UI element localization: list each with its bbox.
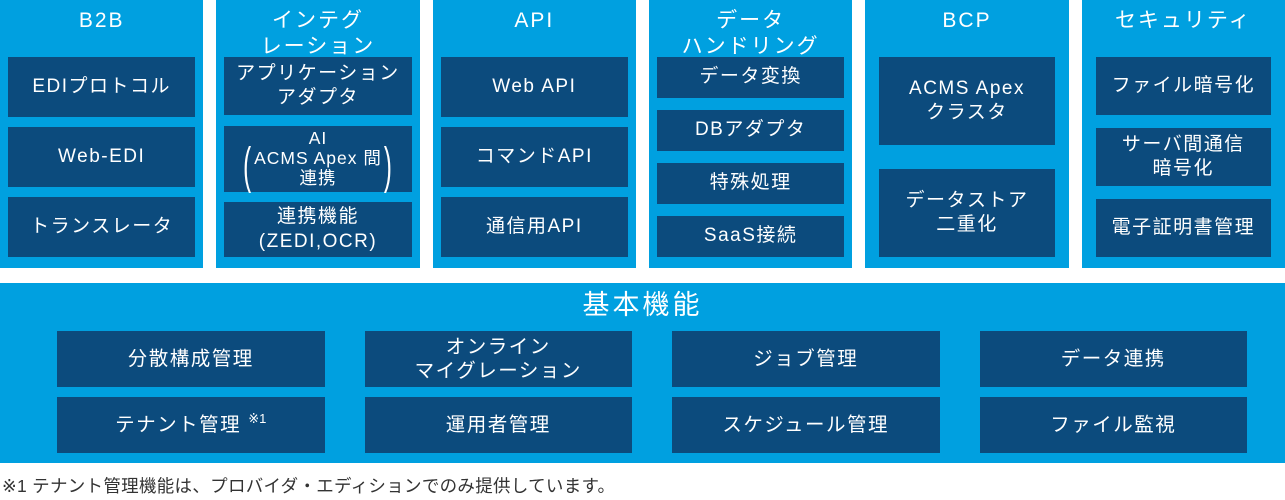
column-title-api: API [514, 9, 555, 32]
base-functions-section: 基本機能 分散構成管理 オンライン マイグレーション ジョブ管理 データ連携 テ… [0, 283, 1285, 463]
feature-box-file-encryption: ファイル暗号化 [1095, 57, 1271, 115]
paren-open: ( [243, 138, 253, 196]
feature-columns-section: B2B EDIプロトコル Web-EDI トランスレータ インテグ レーション … [0, 0, 1285, 268]
feature-box-datastore-duplication: データストア 二重化 [879, 169, 1055, 257]
feature-box-ai-acms-apex-link: AI ( ACMS Apex 間 連携 ) [224, 125, 412, 192]
column-boxes-security: ファイル暗号化 サーバ間通信 暗号化 電子証明書管理 [1095, 57, 1271, 268]
feature-column-integration: インテグ レーション アプリケーション アダプタ AI ( ACMS Apex … [216, 0, 420, 268]
column-title-security: セキュリティ [1114, 9, 1252, 32]
feature-box-command-api: コマンドAPI [440, 127, 628, 187]
feature-box-web-api: Web API [440, 57, 628, 117]
base-box-data-linkage: データ連携 [979, 331, 1247, 388]
base-functions-grid: 分散構成管理 オンライン マイグレーション ジョブ管理 データ連携 テナント管理… [57, 331, 1247, 454]
paren-close: ) [383, 138, 393, 196]
ai-paren-group: ( ACMS Apex 間 連携 ) [241, 142, 395, 192]
feature-box-web-edi: Web-EDI [8, 127, 196, 187]
base-functions-title: 基本機能 [582, 290, 703, 320]
column-boxes-bcp: ACMS Apex クラスタ データストア 二重化 [879, 57, 1055, 268]
column-title-data-handling: データ ハンドリング [681, 9, 820, 58]
feature-column-bcp: BCP ACMS Apex クラスタ データストア 二重化 [865, 0, 1069, 268]
base-box-job-mgmt: ジョブ管理 [672, 331, 940, 388]
tenant-mgmt-label: テナント管理 [115, 414, 242, 437]
feature-box-link-functions-zedi-ocr: 連携機能 (ZEDI,OCR) [224, 202, 412, 257]
feature-box-communication-api: 通信用API [440, 197, 628, 257]
feature-box-saas-connection: SaaS接続 [656, 216, 845, 257]
column-title-integration: インテグ レーション [260, 9, 376, 58]
footnote-text: ※1 テナント管理機能は、プロバイダ・エディションでのみ提供しています。 [2, 476, 616, 496]
feature-box-application-adapter: アプリケーション アダプタ [224, 57, 412, 115]
feature-box-translator: トランスレータ [8, 197, 196, 257]
feature-box-db-adapter: DBアダプタ [656, 110, 845, 151]
feature-box-data-conversion: データ変換 [656, 57, 845, 98]
column-boxes-integration: アプリケーション アダプタ AI ( ACMS Apex 間 連携 ) 連携機能… [224, 57, 412, 268]
base-box-online-migration: オンライン マイグレーション [364, 331, 632, 388]
feature-box-server-comm-encryption: サーバ間通信 暗号化 [1095, 128, 1271, 186]
feature-box-special-processing: 特殊処理 [656, 163, 845, 204]
feature-column-api: API Web API コマンドAPI 通信用API [432, 0, 636, 268]
base-box-distributed-config-mgmt: 分散構成管理 [57, 331, 325, 388]
column-boxes-data-handling: データ変換 DBアダプタ 特殊処理 SaaS接続 [656, 57, 845, 268]
feature-box-digital-certificate-mgmt: 電子証明書管理 [1095, 199, 1271, 257]
base-box-schedule-mgmt: スケジュール管理 [672, 397, 940, 454]
column-title-bcp: BCP [942, 9, 992, 32]
footnote-marker: ※1 [248, 411, 267, 427]
feature-column-security: セキュリティ ファイル暗号化 サーバ間通信 暗号化 電子証明書管理 [1081, 0, 1285, 268]
feature-box-edi-protocol: EDIプロトコル [8, 57, 196, 117]
base-box-tenant-mgmt: テナント管理 ※1 [57, 397, 325, 454]
base-box-file-monitoring: ファイル監視 [979, 397, 1247, 454]
feature-column-b2b: B2B EDIプロトコル Web-EDI トランスレータ [0, 0, 204, 268]
feature-column-data-handling: データ ハンドリング データ変換 DBアダプタ 特殊処理 SaaS接続 [648, 0, 853, 268]
feature-box-acms-apex-cluster: ACMS Apex クラスタ [879, 57, 1055, 145]
column-boxes-b2b: EDIプロトコル Web-EDI トランスレータ [8, 57, 196, 268]
base-box-operator-mgmt: 運用者管理 [364, 397, 632, 454]
column-title-b2b: B2B [78, 9, 125, 32]
ai-label: AI [308, 127, 328, 148]
column-boxes-api: Web API コマンドAPI 通信用API [440, 57, 628, 268]
ai-paren-content: ACMS Apex 間 連携 [254, 148, 382, 189]
